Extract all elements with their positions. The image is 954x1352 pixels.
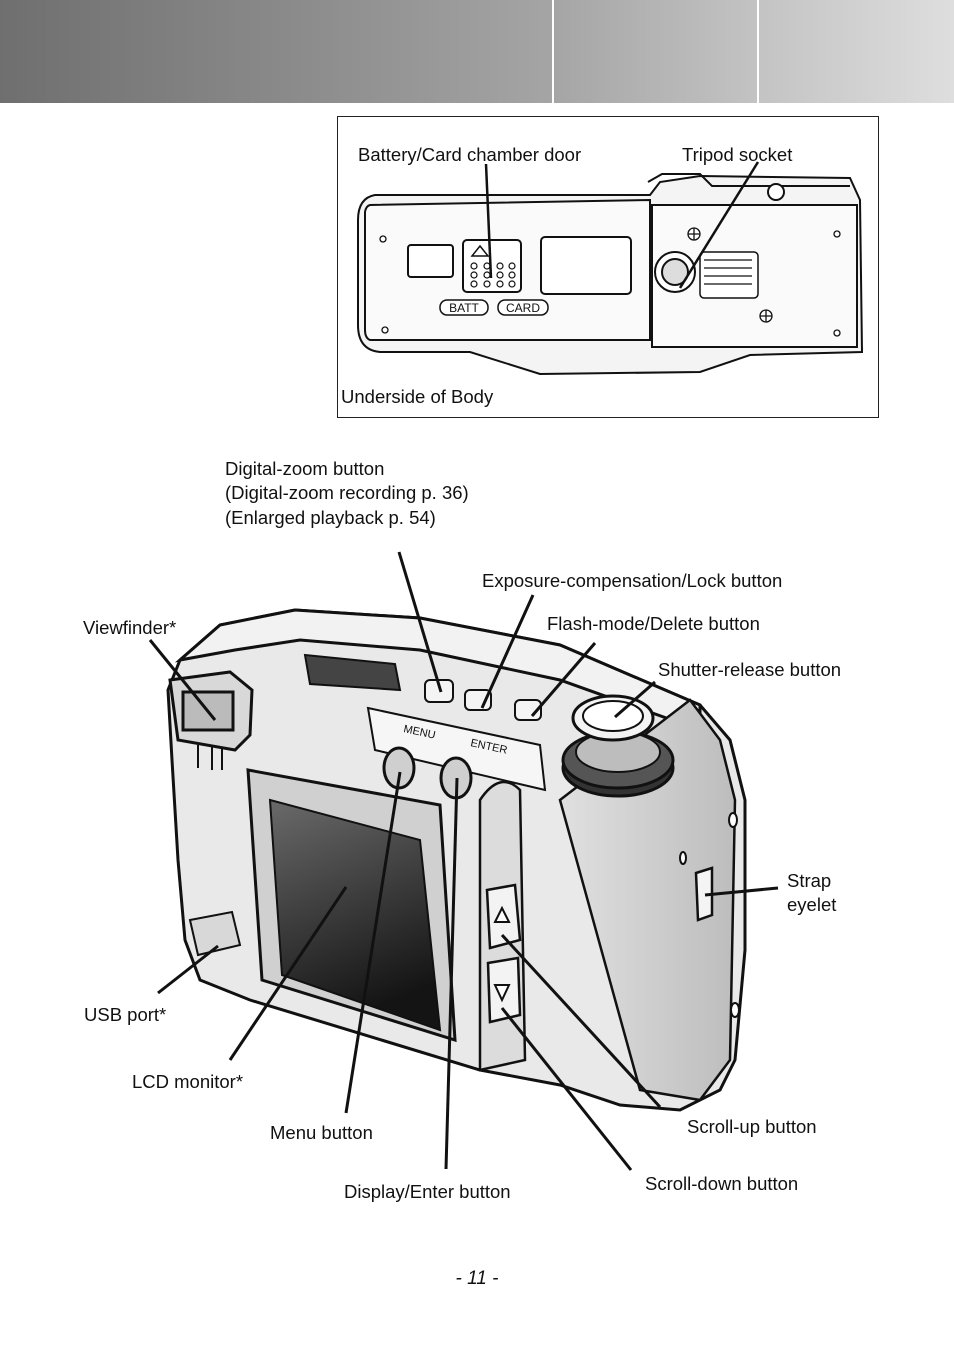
camera-leader-lines (148, 551, 779, 1171)
underside-body-drawing (357, 173, 864, 376)
scroll-up-label: Scroll-up button (687, 1116, 817, 1137)
card-marking: CARD (506, 301, 540, 315)
lcd-monitor-label: LCD monitor* (132, 1071, 244, 1092)
digital-zoom-label-line1: Digital-zoom button (225, 458, 385, 479)
shutter-release-label: Shutter-release button (658, 659, 842, 680)
flash-mode-label: Flash-mode/Delete button (547, 613, 760, 634)
page-number: - 11 - (455, 1268, 499, 1289)
underside-caption: Underside of Body (341, 386, 494, 407)
underside-figure-frame (337, 116, 879, 418)
viewfinder-label: Viewfinder* (83, 617, 177, 638)
display-enter-label: Display/Enter button (344, 1181, 511, 1202)
batt-marking: BATT (449, 301, 479, 315)
header-divider (552, 0, 554, 103)
digital-zoom-label-line2: (Digital-zoom recording p. 36) (225, 482, 469, 503)
header-divider (757, 0, 759, 103)
menu-button-label: Menu button (270, 1122, 373, 1143)
underside-leader-lines (484, 161, 760, 289)
digital-zoom-label-line3: (Enlarged playback p. 54) (225, 507, 436, 528)
exposure-compensation-label: Exposure-compensation/Lock button (482, 570, 783, 591)
strap-eyelet-label-line1: Strap (787, 870, 832, 891)
scroll-down-label: Scroll-down button (645, 1173, 799, 1194)
strap-eyelet-label-line2: eyelet (787, 894, 837, 915)
tripod-socket-label: Tripod socket (682, 144, 793, 165)
usb-port-label: USB port* (84, 1004, 167, 1025)
header-bar (0, 0, 954, 103)
battery-door-label: Battery/Card chamber door (358, 144, 582, 165)
camera-body-drawing (166, 608, 747, 1112)
